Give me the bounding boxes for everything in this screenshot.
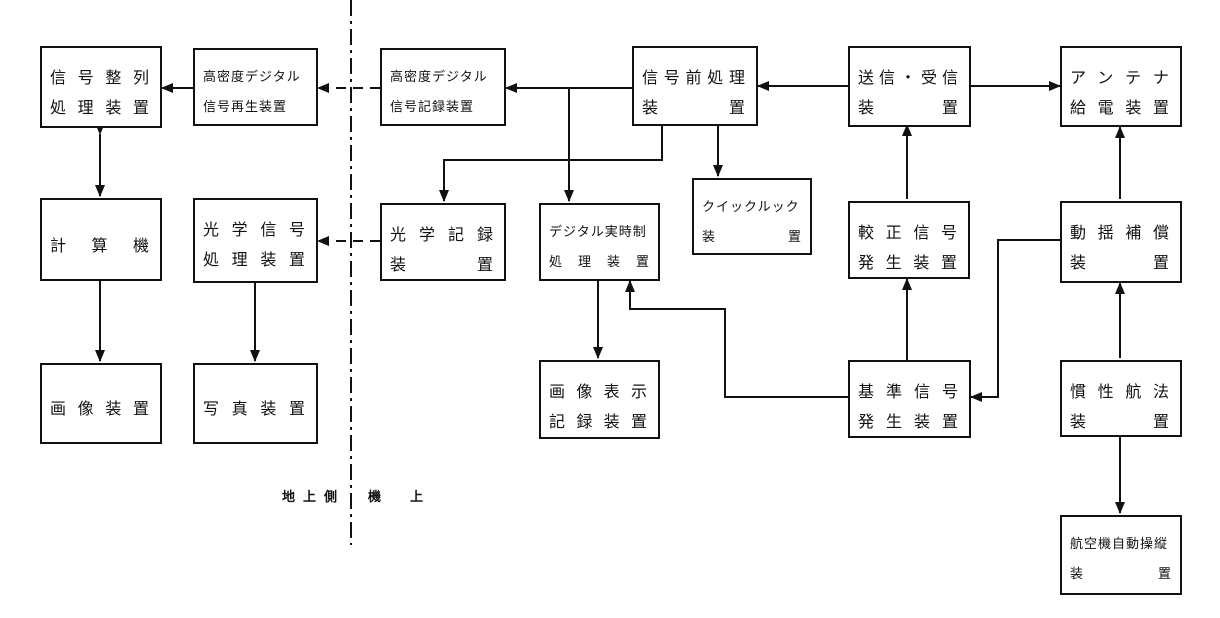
- photo-device-box: 写真装置: [193, 363, 318, 444]
- box-label: 発生装置: [858, 412, 961, 431]
- box-label: 信号整列: [50, 68, 152, 87]
- image-display-recorder-box: 画像表示 記録装置: [539, 360, 660, 439]
- box-label: 信号記録装置: [390, 100, 475, 115]
- calibration-signal-generator-box: 較正信号 発生装置: [848, 201, 970, 279]
- box-label: 航空機自動操縦: [1070, 537, 1169, 552]
- box-label: 装 置: [390, 255, 496, 274]
- box-label: 写真装置: [203, 399, 308, 418]
- box-label: 装 置: [702, 230, 802, 245]
- box-label: 送信・受信: [858, 68, 961, 87]
- digital-realtime-processor-box: デジタル実時制 処理装置: [539, 203, 660, 281]
- autopilot-box: 航空機自動操縦 装 置: [1060, 515, 1182, 595]
- arrow-ref-realtime: [625, 280, 848, 398]
- box-label: クイックルック: [702, 200, 800, 215]
- box-label: 高密度デジタル: [203, 70, 301, 85]
- box-label: 処理装置: [50, 98, 152, 117]
- reference-signal-generator-box: 基準信号 発生装置: [848, 360, 971, 438]
- box-label: 高密度デジタル: [390, 70, 488, 85]
- box-label: 光学信号: [203, 220, 308, 239]
- ground-side-label: 地上側: [282, 490, 346, 505]
- optical-signal-processor-box: 光学信号 処理装置: [193, 198, 318, 283]
- box-label: 信号再生装置: [203, 100, 288, 115]
- signal-align-processor-box: 信号整列 処理装置: [40, 46, 162, 128]
- box-label: 慣性航法: [1070, 382, 1172, 401]
- motion-compensation-box: 動揺補償 装 置: [1060, 201, 1182, 283]
- box-label: 装 置: [1070, 567, 1172, 582]
- box-label: 較正信号: [858, 223, 960, 242]
- box-label: 光学記録: [390, 225, 496, 244]
- box-label: 装 置: [858, 98, 961, 117]
- box-label: 信号前処理: [642, 68, 748, 87]
- box-label: 基準信号: [858, 382, 961, 401]
- box-label: 発生装置: [858, 253, 960, 272]
- box-label: アンテナ: [1070, 68, 1172, 87]
- box-label: 動揺補償: [1070, 223, 1172, 242]
- box-label: 記録装置: [549, 412, 650, 431]
- box-label: 装 置: [642, 98, 748, 117]
- antenna-feed-box: アンテナ 給電装置: [1060, 46, 1182, 127]
- image-device-box: 画像装置: [40, 363, 162, 444]
- airborne-side-label: 機 上: [368, 490, 432, 505]
- signal-preprocessor-box: 信号前処理 装 置: [632, 46, 758, 126]
- quicklook-device-box: クイックルック 装 置: [692, 178, 812, 255]
- box-label: 装 置: [1070, 253, 1172, 272]
- optical-recorder-box: 光学記録 装 置: [380, 203, 506, 281]
- box-label: 処理装置: [549, 255, 650, 270]
- hd-digital-playback-box: 高密度デジタル 信号再生装置: [193, 48, 318, 126]
- box-label: 処理装置: [203, 250, 308, 269]
- box-label: 画像装置: [50, 399, 152, 418]
- inertial-navigation-box: 慣性航法 装 置: [1060, 360, 1182, 437]
- box-label: 計算機: [50, 236, 152, 255]
- arrow-motion-ref: [970, 239, 1060, 402]
- transmitter-receiver-box: 送信・受信 装 置: [848, 46, 971, 127]
- box-label: 装 置: [1070, 412, 1172, 431]
- hd-digital-recorder-box: 高密度デジタル 信号記録装置: [380, 48, 506, 126]
- box-label: 給電装置: [1070, 98, 1172, 117]
- arrow-preproc-optrec: [439, 126, 663, 202]
- box-label: 画像表示: [549, 382, 650, 401]
- computer-box: 計算機: [40, 198, 162, 281]
- box-label: デジタル実時制: [549, 225, 647, 240]
